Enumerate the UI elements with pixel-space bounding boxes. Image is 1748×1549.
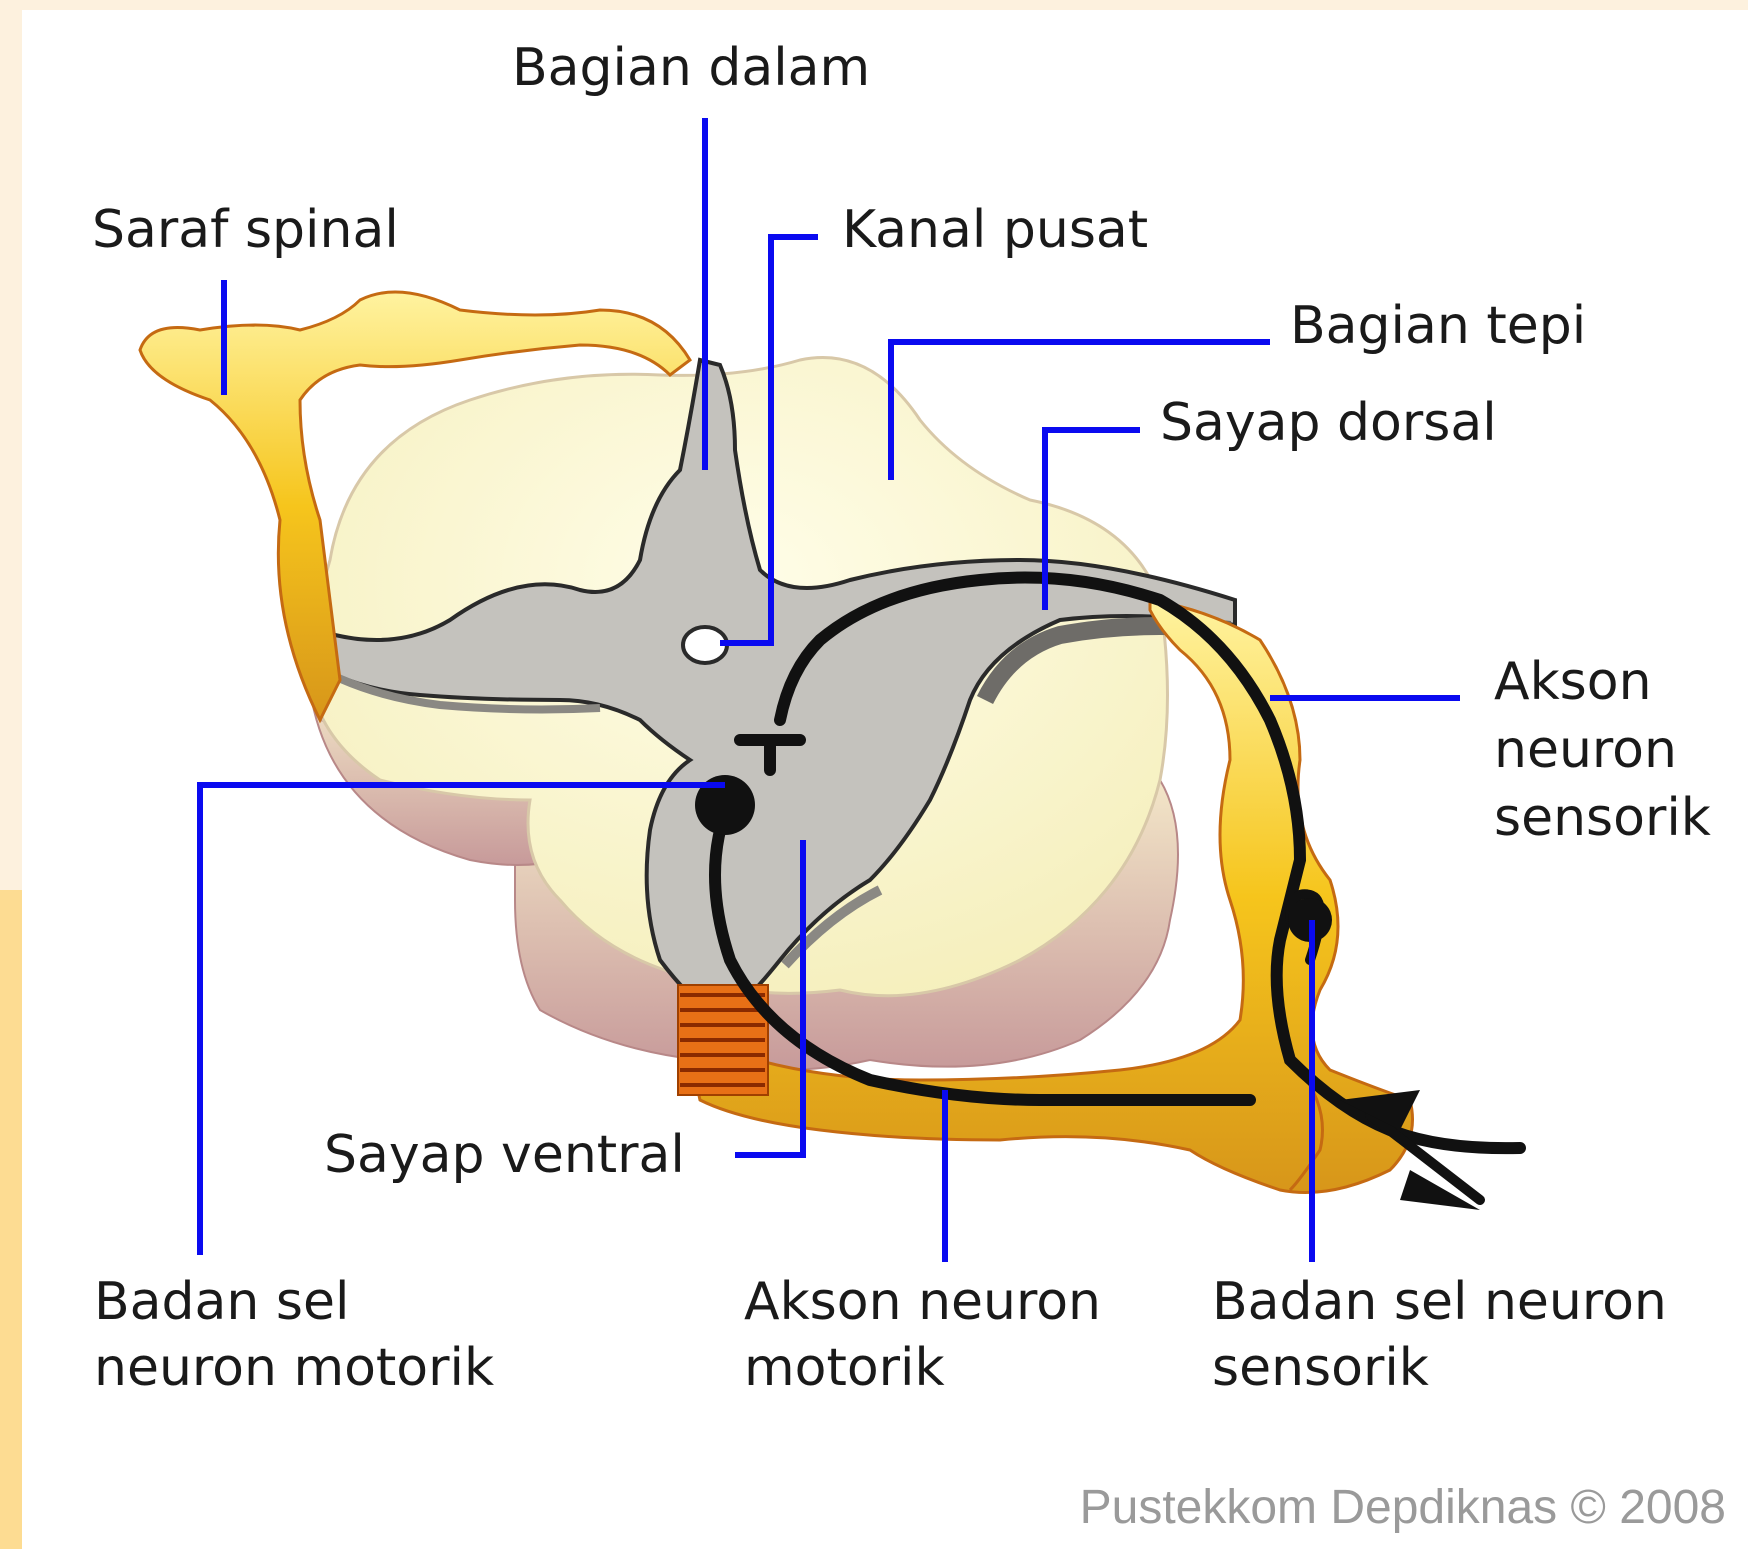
label-badan-sel-motorik-2: neuron motorik bbox=[94, 1338, 494, 1398]
label-akson-sensorik-2: neuron bbox=[1494, 720, 1677, 780]
label-sayap-dorsal: Sayap dorsal bbox=[1160, 393, 1497, 453]
label-bagian-tepi: Bagian tepi bbox=[1290, 296, 1586, 356]
label-saraf-spinal: Saraf spinal bbox=[92, 200, 399, 260]
label-akson-sensorik-1: Akson bbox=[1494, 652, 1652, 712]
label-bagian-dalam: Bagian dalam bbox=[512, 38, 870, 98]
label-sayap-ventral: Sayap ventral bbox=[324, 1125, 685, 1185]
label-akson-motorik-1: Akson neuron bbox=[744, 1272, 1101, 1332]
credit-text: Pustekkom Depdiknas © 2008 bbox=[1080, 1480, 1726, 1535]
label-akson-sensorik-3: sensorik bbox=[1494, 788, 1711, 848]
label-kanal-pusat: Kanal pusat bbox=[842, 200, 1148, 260]
label-badan-sel-sensorik-1: Badan sel neuron bbox=[1212, 1272, 1667, 1332]
label-badan-sel-motorik-1: Badan sel bbox=[94, 1272, 349, 1332]
label-akson-motorik-2: motorik bbox=[744, 1338, 945, 1398]
label-badan-sel-sensorik-2: sensorik bbox=[1212, 1338, 1429, 1398]
